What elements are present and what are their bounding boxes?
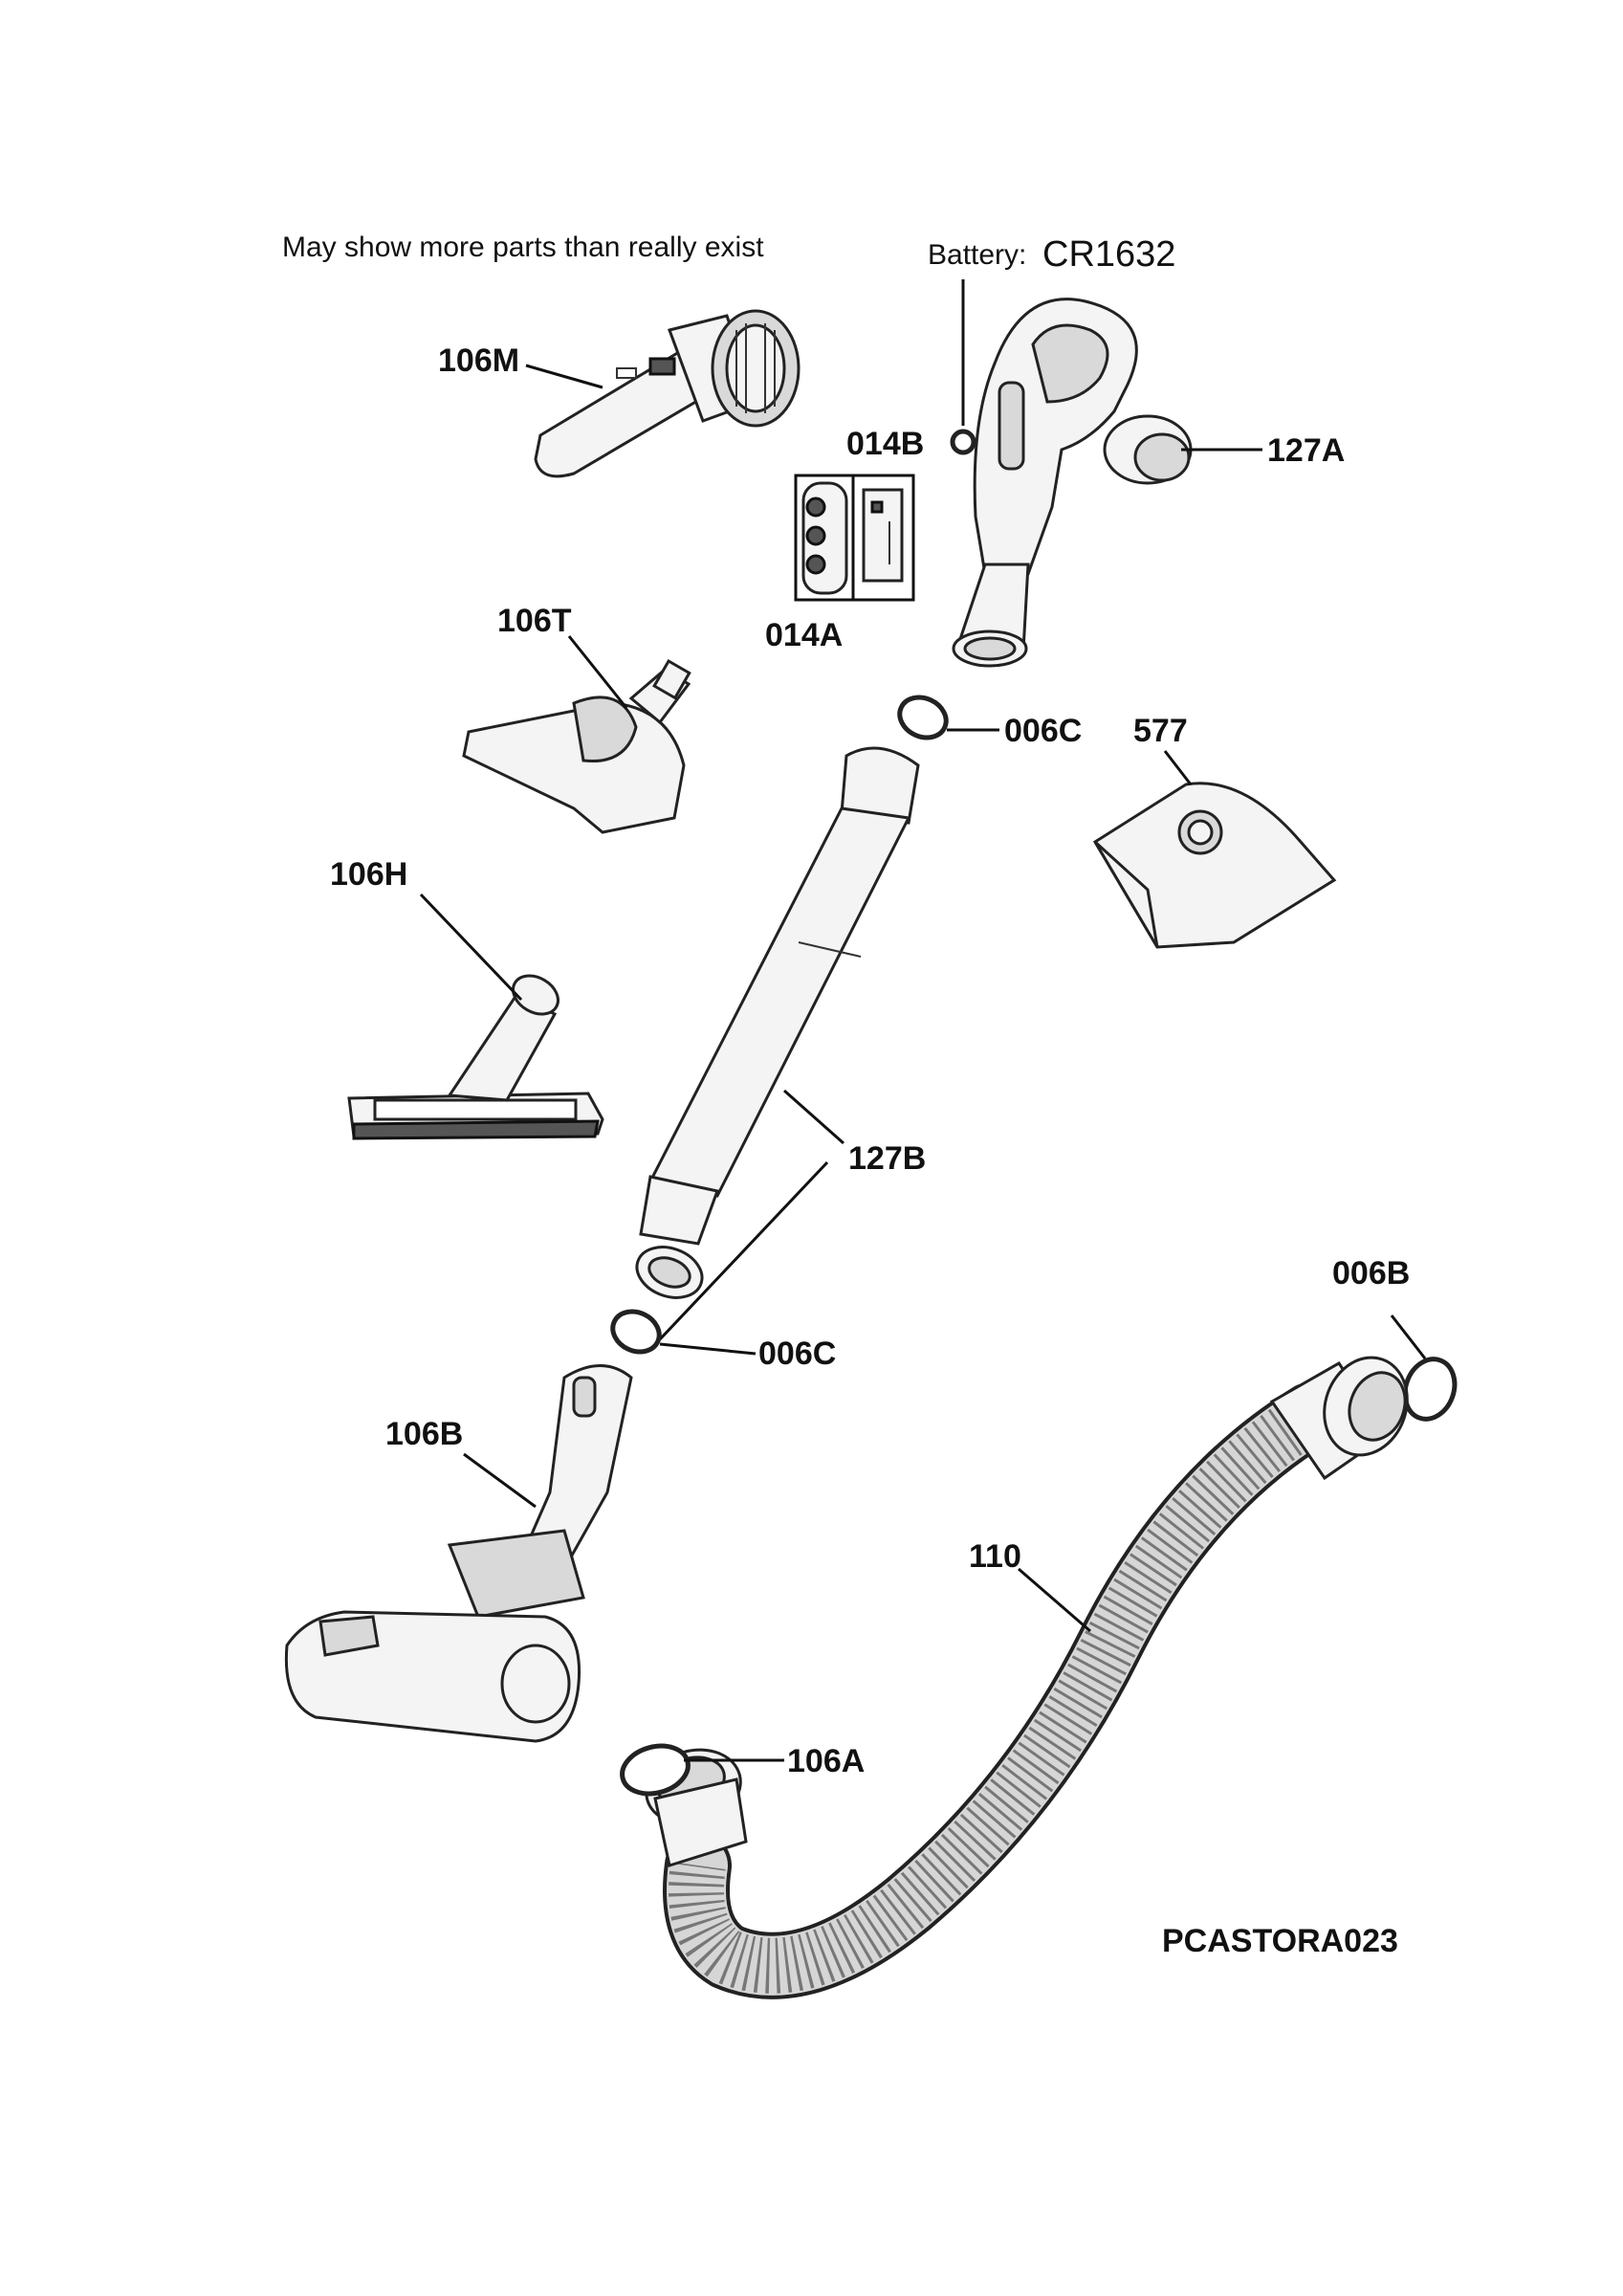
label-014A: 014A	[765, 617, 843, 653]
leader-110	[1018, 1567, 1091, 1633]
part-110-drawing	[645, 1356, 1409, 1999]
label-127B: 127B	[848, 1140, 926, 1177]
leader-106T	[567, 635, 628, 709]
battery-value: CR1632	[1042, 234, 1175, 275]
part-106H-drawing	[347, 974, 604, 1140]
disclaimer-note: May show more parts than really exist	[282, 232, 764, 263]
leader-006C-bottom	[659, 1342, 757, 1356]
part-006C-bottom-ring	[610, 1309, 662, 1355]
part-014-switch-panel	[794, 474, 915, 602]
leader-127B-a	[783, 1089, 844, 1145]
label-106T: 106T	[497, 603, 572, 639]
battery-label: Battery:	[928, 239, 1026, 271]
label-006C-bottom: 006C	[758, 1336, 836, 1372]
part-127B-drawing	[635, 746, 920, 1299]
label-577: 577	[1133, 713, 1188, 749]
label-127A: 127A	[1267, 432, 1345, 469]
leader-106B	[463, 1452, 537, 1509]
label-110: 110	[969, 1538, 1021, 1575]
leader-006B	[1390, 1314, 1427, 1359]
part-106B-drawing	[284, 1364, 633, 1743]
battery-coin	[950, 429, 976, 455]
label-106M: 106M	[438, 342, 519, 379]
part-006C-top-ring	[897, 695, 949, 740]
part-006B-ring	[1402, 1357, 1458, 1422]
part-106T-drawing	[462, 658, 691, 834]
leader-106H	[419, 893, 523, 1002]
leader-106M	[525, 364, 603, 389]
diagram-code: PCASTORA023	[1162, 1923, 1398, 1959]
label-006B: 006B	[1332, 1255, 1410, 1292]
label-106A: 106A	[787, 1743, 865, 1779]
part-106M-drawing	[534, 309, 801, 478]
part-577-drawing	[1092, 782, 1337, 949]
label-006C-top: 006C	[1004, 713, 1082, 749]
part-127A-drawing	[952, 298, 1193, 668]
label-106B: 106B	[385, 1416, 463, 1452]
leader-127B-b	[658, 1160, 829, 1341]
leader-577	[1163, 750, 1193, 785]
label-014B: 014B	[846, 426, 924, 462]
label-106H: 106H	[330, 856, 407, 893]
